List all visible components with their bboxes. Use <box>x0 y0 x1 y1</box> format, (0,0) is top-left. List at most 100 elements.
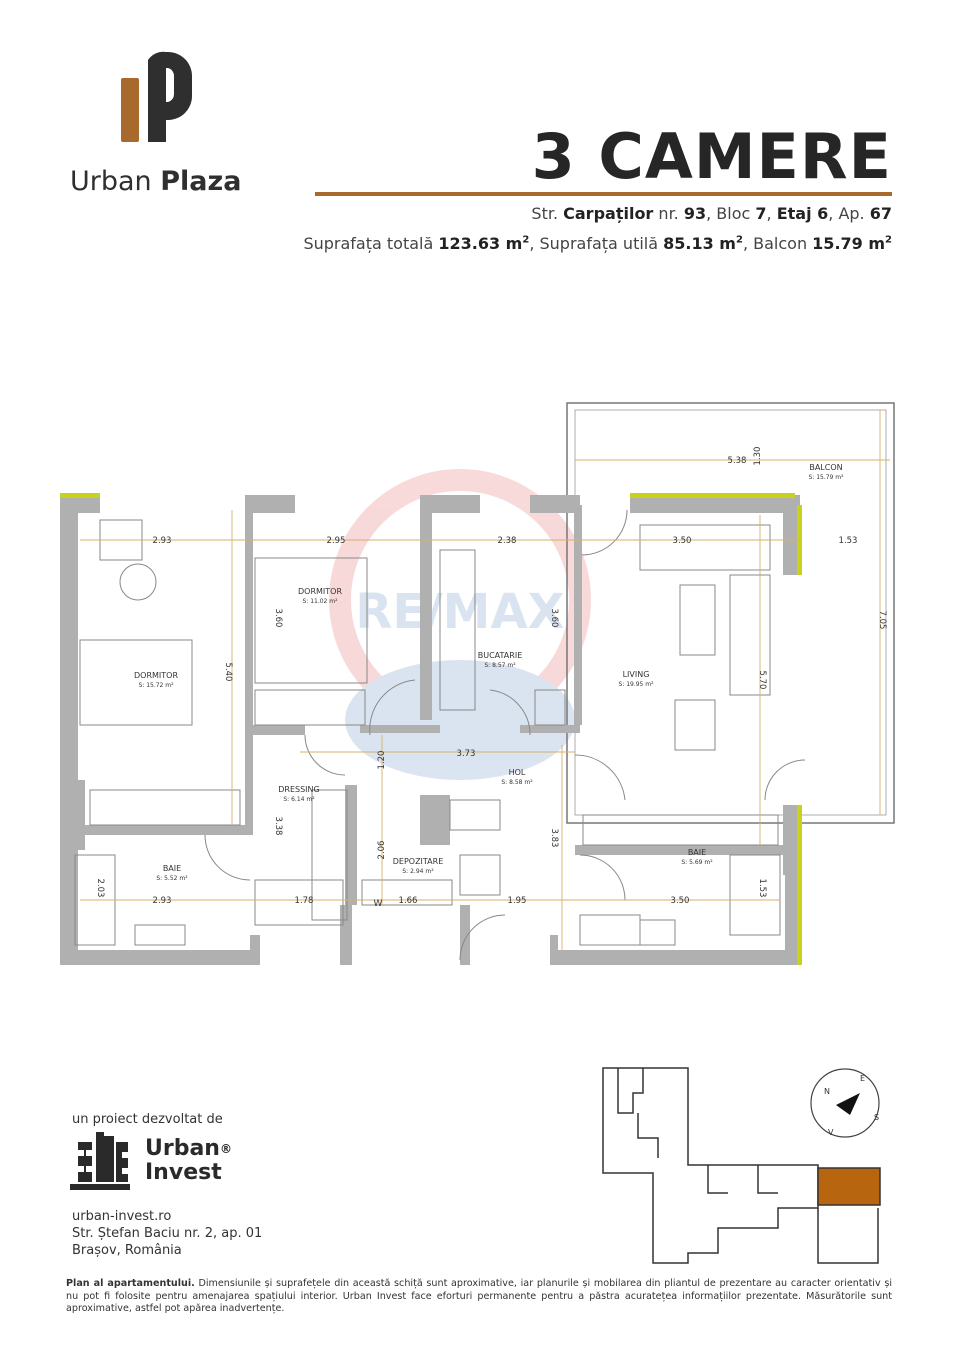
dim-label: 1.66 <box>399 896 418 906</box>
total-area-value: 123.63 m <box>438 234 523 253</box>
areas-line: Suprafața totală 123.63 m2, Suprafața ut… <box>303 234 892 253</box>
unit-sup: 2 <box>885 234 892 246</box>
room-area-hol: S: 8.58 m² <box>501 779 533 786</box>
room-area-balcon: S: 15.79 m² <box>808 474 844 481</box>
brand-word-bold: Plaza <box>160 166 242 197</box>
room-area-depozitare: S: 2.94 m² <box>402 868 434 875</box>
room-name-depozitare: DEPOZITARE <box>393 857 444 866</box>
usable-area-value: 85.13 m <box>663 234 736 253</box>
room-name-dormitor-2: DORMITOR <box>134 671 178 680</box>
compass-s: S <box>874 1113 879 1122</box>
dim-label: 1.78 <box>295 896 314 906</box>
dim-label: 2.93 <box>153 896 172 906</box>
room-area-dressing: S: 6.14 m² <box>283 796 315 803</box>
address-etaj: Etaj 6 <box>776 204 829 223</box>
dim-label: 3.50 <box>671 896 690 906</box>
address-nr: 93 <box>683 204 707 223</box>
dim-label: 2.38 <box>498 536 517 546</box>
room-labels: BALCON S: 15.79 m² DORMITOR S: 11.02 m² … <box>134 463 844 882</box>
room-area-baie-1: S: 5.52 m² <box>156 875 188 882</box>
site-plan: N E S V <box>602 1067 881 1264</box>
dim-label: 2.93 <box>153 536 172 546</box>
dim-label: 2.06 <box>377 841 387 860</box>
address-bloc-label: Bloc <box>716 204 751 223</box>
developer-name-line2: Invest <box>145 1160 222 1185</box>
w-mark: W <box>374 899 383 909</box>
compass-n: N <box>824 1087 830 1096</box>
disclaimer-bold: Plan al apartamentului. <box>66 1278 195 1289</box>
disclaimer-text: Dimensiunile și suprafețele din această … <box>66 1278 892 1314</box>
logo-p-shape <box>148 51 192 142</box>
dim-label: 3.60 <box>273 609 283 628</box>
room-name-baie-1: BAIE <box>163 864 181 873</box>
dim-label: 1.53 <box>757 879 767 898</box>
dim-label: 5.38 <box>728 456 747 466</box>
address-line: Str. Carpaților nr. 93, Bloc 7, Etaj 6, … <box>531 204 892 223</box>
site-plan-highlight <box>817 1167 881 1206</box>
address-ap-label: Ap. <box>838 204 865 223</box>
compass-arrow-icon <box>836 1093 860 1115</box>
developer-name-line1: Urban <box>145 1136 220 1161</box>
address-prefix: Str. <box>531 204 559 223</box>
developer-name: Urban® Invest <box>145 1137 232 1185</box>
watermark-text: RE/MAX <box>355 584 564 640</box>
walls <box>60 495 800 965</box>
title-rule <box>315 192 892 196</box>
disclaimer: Plan al apartamentului. Dimensiunile și … <box>66 1278 892 1316</box>
logo-left-bar <box>121 78 139 142</box>
dim-label: 3.50 <box>673 536 692 546</box>
address-ap: 67 <box>869 204 892 223</box>
room-area-dormitor-1: S: 11.02 m² <box>302 598 338 605</box>
room-area-living: S: 19.95 m² <box>618 681 654 688</box>
balcony-area-value: 15.79 m <box>812 234 886 253</box>
door-arcs <box>204 509 806 961</box>
dim-label: 3.83 <box>549 829 559 848</box>
brand-wordmark: Urban Plaza <box>70 166 241 197</box>
furniture <box>74 519 781 946</box>
dim-label: 2.95 <box>327 536 346 546</box>
dimension-lines <box>80 410 890 950</box>
urban-invest-logo-icon <box>70 1132 130 1190</box>
dim-label: 3.38 <box>273 817 283 836</box>
dim-label: 3.73 <box>457 749 476 759</box>
room-area-dormitor-2: S: 15.72 m² <box>138 682 174 689</box>
unit-sup: 2 <box>735 234 743 246</box>
address-nr-label: nr. <box>658 204 679 223</box>
site-plan-buildings <box>602 1067 881 1264</box>
room-name-living: LIVING <box>623 670 650 679</box>
developer-label: un proiect dezvoltat de <box>72 1112 223 1127</box>
developer-street: Str. Ștefan Baciu nr. 2, ap. 01 <box>72 1226 263 1241</box>
registered-mark: ® <box>219 1142 232 1156</box>
compass-e: E <box>860 1074 865 1083</box>
usable-area-label: Suprafața utilă <box>539 234 659 253</box>
dim-label: 1.30 <box>753 447 763 466</box>
room-area-baie-2: S: 5.69 m² <box>681 859 713 866</box>
room-name-baie-2: BAIE <box>688 848 706 857</box>
dim-label: 5.40 <box>223 663 233 682</box>
dim-label: 1.95 <box>508 896 527 906</box>
urban-plaza-logo-icon <box>121 51 192 142</box>
developer-city: Brașov, România <box>72 1243 182 1258</box>
compass: N E S V <box>810 1068 880 1138</box>
dim-label: 1.53 <box>839 536 858 546</box>
room-area-bucatarie: S: 8.57 m² <box>484 662 516 669</box>
remax-watermark: RE/MAX <box>329 469 591 780</box>
brand-word-regular: Urban <box>70 166 152 197</box>
developer-contact: urban-invest.ro Str. Ștefan Baciu nr. 2,… <box>72 1208 262 1259</box>
room-name-hol: HOL <box>509 768 526 777</box>
room-name-balcon: BALCON <box>809 463 842 472</box>
room-name-dormitor-1: DORMITOR <box>298 587 342 596</box>
address-street: Carpaților <box>563 204 654 223</box>
dimension-labels: 5.38 1.30 2.93 2.95 2.38 3.50 1.53 7.05 … <box>95 447 887 909</box>
dim-label: 5.70 <box>757 671 767 690</box>
developer-website: urban-invest.ro <box>72 1209 172 1224</box>
floor-plan: RE/MAX <box>60 402 895 965</box>
balcony-area-label: Balcon <box>753 234 808 253</box>
dim-label: 2.03 <box>95 879 105 898</box>
total-area-label: Suprafața totală <box>303 234 434 253</box>
dim-label: 1.20 <box>377 751 387 770</box>
dim-label: 7.05 <box>877 611 887 630</box>
unit-sup: 2 <box>522 234 530 246</box>
dim-label: 3.60 <box>549 609 559 628</box>
compass-v: V <box>828 1128 834 1137</box>
